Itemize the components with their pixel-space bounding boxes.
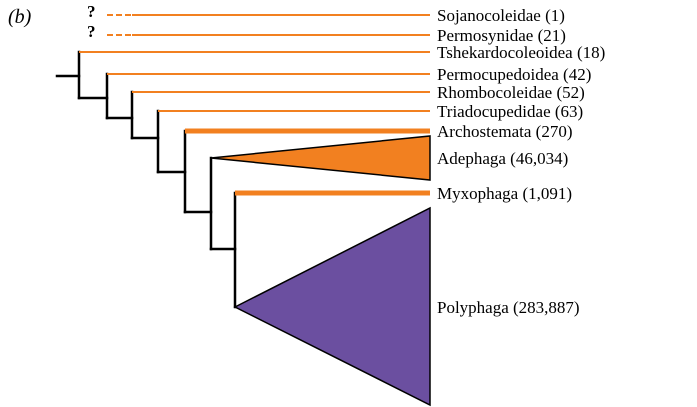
tree-backbone [55,50,237,309]
triangle-adephaga [210,135,431,181]
taxon-label-sojanocoleidae: Sojanocoleidae (1) [437,6,565,25]
fossil-lineages [79,14,430,112]
taxon-label-permocupedoidea: Permocupedoidea (42) [437,65,592,84]
extant-lineages [185,128,430,196]
triangle-polyphaga [233,206,431,407]
taxon-label-archostemata: Archostemata (270) [437,122,573,141]
taxon-label-polyphaga: Polyphaga (283,887) [437,298,580,317]
uncertain-mark-permosynidae: ? [87,22,96,41]
taxon-label-permosynidae: Permosynidae (21) [437,26,566,45]
panel-label: (b) [8,6,32,28]
uncertain-mark-sojanocoleidae: ? [87,2,96,21]
taxon-label-adephaga: Adephaga (46,034) [437,149,569,168]
taxon-label-tshekardocoleoidea: Tshekardocoleoidea (18) [437,43,606,62]
taxon-label-triadocupedidae: Triadocupedidae (63) [437,102,584,121]
taxon-label-rhombocoleidae: Rhombocoleidae (52) [437,83,585,102]
taxon-label-myxophaga: Myxophaga (1,091) [437,184,573,203]
